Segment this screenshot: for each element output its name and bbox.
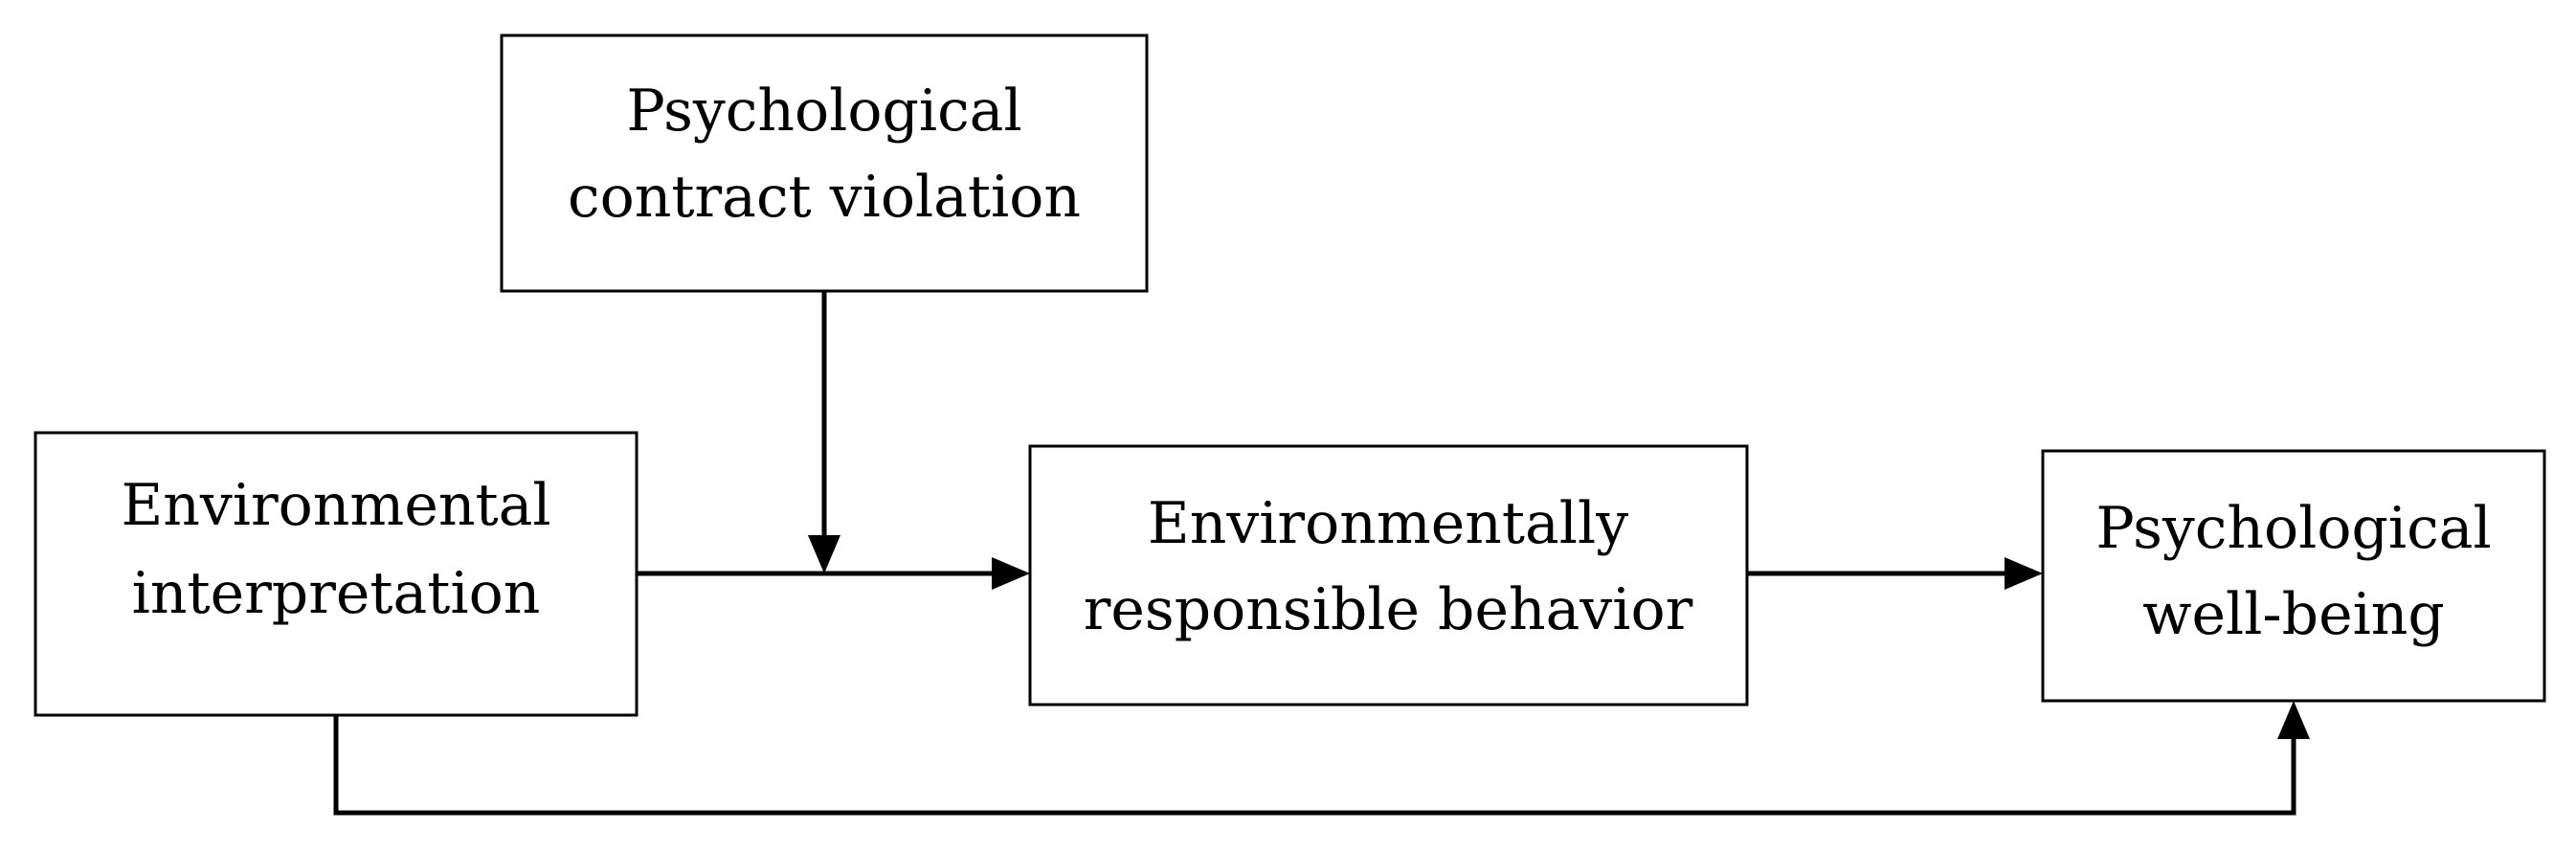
arrowhead <box>2277 701 2310 739</box>
node-environmental-interpretation: Environmental interpretation <box>34 431 638 717</box>
node-label-line-2: contract violation <box>568 164 1081 231</box>
arrow-interpretation-to-well-being <box>333 701 2310 816</box>
node-psychological-well-being: Psychological well-being <box>2041 449 2546 703</box>
arrow-behavior-to-well-being <box>1747 557 2043 590</box>
node-label-line-1: Environmental <box>121 472 550 539</box>
node-box <box>34 431 638 717</box>
arrow-interpretation-to-behavior <box>637 557 1030 590</box>
node-label-line-2: interpretation <box>132 560 541 627</box>
arrow-violation-moderates-path <box>808 291 840 573</box>
node-label-line-1: Psychological <box>2095 495 2491 562</box>
node-box <box>1028 444 1749 707</box>
arrowhead <box>808 535 840 573</box>
node-label-line-2: well-being <box>2142 581 2445 648</box>
node-label-line-1: Environmentally <box>1148 490 1628 557</box>
arrow-line <box>333 715 2296 816</box>
node-box <box>2041 449 2546 703</box>
node-box <box>500 34 1149 293</box>
arrowhead <box>2005 557 2043 590</box>
node-label-line-1: Psychological <box>626 78 1021 145</box>
node-label-line-2: responsible behavior <box>1084 576 1693 643</box>
arrowhead <box>992 557 1030 590</box>
node-environmentally-responsible-behavior: Environmentally responsible behavior <box>1028 444 1749 707</box>
node-psychological-contract-violation: Psychological contract violation <box>500 34 1149 293</box>
